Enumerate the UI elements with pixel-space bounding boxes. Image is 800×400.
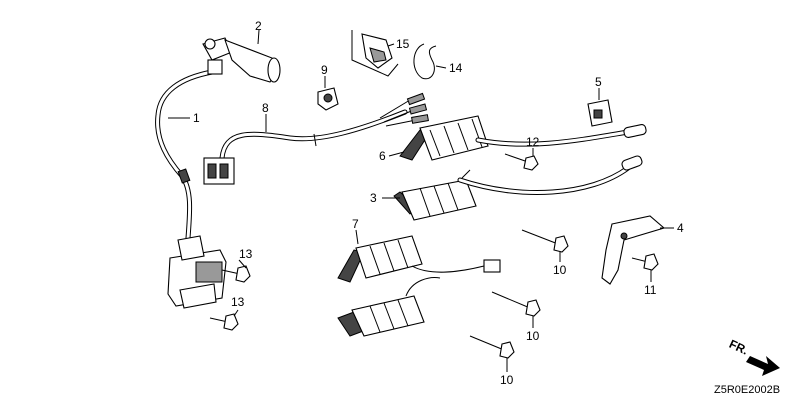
callout-10-c: 10 [500, 373, 514, 387]
part-7-coil-pair [337, 235, 501, 337]
callout-11: 11 [644, 283, 657, 297]
bolt-10-b [491, 291, 541, 317]
callout-7: 7 [352, 217, 359, 231]
callout-5: 5 [595, 75, 602, 89]
bolt-10-a [521, 229, 569, 253]
bolt-13-a [221, 265, 251, 283]
part-5-rubber-mount [587, 99, 613, 127]
leader-lines [168, 29, 674, 372]
front-label: FR. [727, 337, 750, 358]
callout-15: 15 [396, 37, 410, 51]
part-1-high-tension-cord [155, 69, 227, 309]
callout-13-a: 13 [239, 247, 253, 261]
bolt-12 [504, 153, 539, 171]
callout-8: 8 [262, 101, 269, 115]
part-4-bracket [601, 215, 666, 285]
callout-6: 6 [379, 149, 386, 163]
callout-1: 1 [193, 111, 200, 125]
callout-12: 12 [526, 135, 540, 149]
callout-10-a: 10 [553, 263, 567, 277]
part-2-plug-cap [202, 37, 281, 83]
front-arrow-icon [746, 356, 780, 376]
front-direction-mark: FR. [727, 337, 780, 376]
callout-2: 2 [255, 19, 262, 33]
part-6-charge-coil [399, 115, 647, 161]
part-9-clip [317, 87, 339, 111]
bolt-13-b [209, 313, 239, 331]
callout-4: 4 [677, 221, 684, 235]
callout-9: 9 [321, 63, 328, 77]
callout-14: 14 [449, 61, 463, 75]
part-8-wire-harness [203, 92, 429, 185]
callout-3: 3 [370, 191, 377, 205]
bolt-11 [631, 253, 659, 271]
bolt-10-c [469, 335, 515, 359]
part-14-wire-clip [413, 43, 437, 80]
part-15-holder [351, 30, 399, 77]
callout-13-b: 13 [231, 295, 245, 309]
part-3-charge-coil [393, 155, 643, 221]
callout-10-b: 10 [526, 329, 540, 343]
diagram-code: Z5R0E2002B [714, 384, 780, 396]
